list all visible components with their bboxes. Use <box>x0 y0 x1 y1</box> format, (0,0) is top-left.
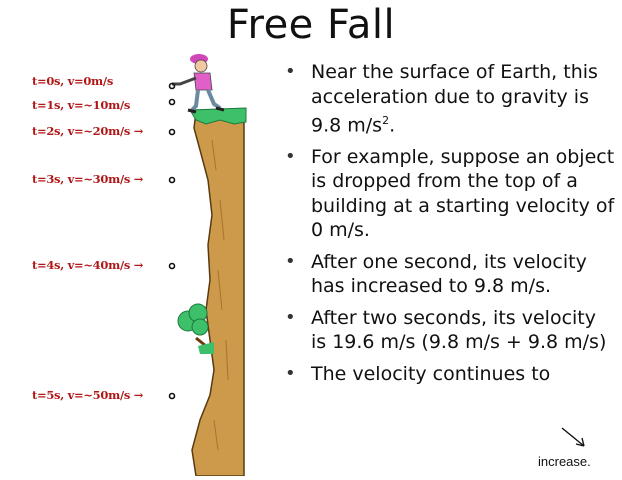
time-label-t2: t=2s, v=~20m/s → <box>32 124 144 138</box>
bullet-text: The velocity continues to <box>311 362 551 385</box>
ball-positions <box>168 82 176 400</box>
bullet-text: Near the surface of Earth, this accelera… <box>311 61 598 137</box>
bullet-item: • After two seconds, its velocity is 19.6… <box>285 306 615 355</box>
bullet-item: • Near the surface of Earth, this acceler… <box>285 60 615 138</box>
bullet-text-end: . <box>389 114 396 137</box>
cliff-illustration: t=0s, v=0m/s t=1s, v=~10m/s t=2s, v=~20m… <box>0 40 250 477</box>
person-figure <box>172 54 225 114</box>
bullet-list: • Near the surface of Earth, this acceler… <box>285 60 615 393</box>
time-label-t4: t=4s, v=~40m/s → <box>32 258 144 272</box>
bullet-item: • For example, suppose an object is dropp… <box>285 145 615 243</box>
arrow-icon <box>561 427 585 447</box>
bullet-dot: • <box>285 250 296 272</box>
bullet-item: • After one second, its velocity has incr… <box>285 250 615 299</box>
time-label-t0: t=0s, v=0m/s <box>32 74 113 88</box>
bullet-dot: • <box>285 61 296 82</box>
time-label-t5: t=5s, v=~50m/s → <box>32 388 144 402</box>
increase-text: increase. <box>538 454 591 469</box>
bullet-dot: • <box>285 145 296 167</box>
superscript: 2 <box>382 114 390 127</box>
bullet-text: After one second, its velocity has incre… <box>311 250 587 298</box>
cliff-face <box>191 111 245 477</box>
bullet-text: After two seconds, its velocity is 19.6 … <box>311 306 607 354</box>
time-label-t3: t=3s, v=~30m/s → <box>32 172 144 186</box>
bullet-dot: • <box>285 306 296 328</box>
bullet-item: • The velocity continues to <box>285 362 615 387</box>
cliff-drawing <box>168 54 247 477</box>
slide-title: Free Fall <box>226 2 396 48</box>
bullet-text: For example, suppose an object is droppe… <box>311 145 615 242</box>
tree-on-cliff <box>177 303 214 354</box>
bullet-dot: • <box>285 362 296 384</box>
top-grass <box>189 107 247 125</box>
time-label-t1: t=1s, v=~10m/s <box>32 98 131 112</box>
